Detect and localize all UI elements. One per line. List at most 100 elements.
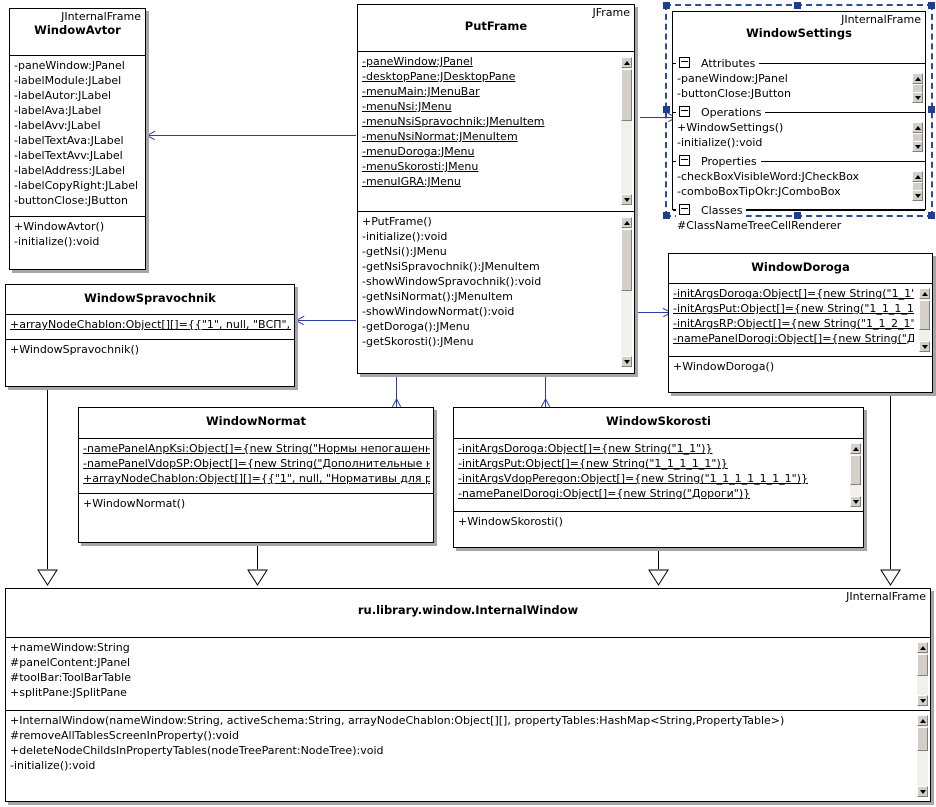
collapse-toggle-icon[interactable] [679,204,690,215]
operations-scrollbar[interactable] [620,216,633,368]
scroll-down-icon[interactable] [621,356,632,367]
class-box-put-frame[interactable]: JFrame PutFrame -paneWindow:JPanel -desk… [357,4,635,374]
scroll-up-icon[interactable] [912,171,923,182]
divider [10,55,145,56]
operation-row: +WindowSettings() [677,121,784,134]
window-normat-operations: +WindowNormat() [79,494,433,543]
attribute-row: +arrayNodeChablon:Object[][]={{"1", null… [83,472,430,485]
collapse-toggle-icon[interactable] [679,155,690,166]
class-box-window-avtor[interactable]: JInternalFrame WindowAvtor -paneWindow:J… [9,8,146,270]
collapse-toggle-icon[interactable] [679,57,690,68]
window-avtor-header: JInternalFrame WindowAvtor [10,9,145,55]
internal-window-header: JInternalFrame ru.library.window.Interna… [6,589,930,637]
divider [6,339,294,340]
attribute-row: -labelCopyRight:JLabel [14,179,139,192]
scrollbar-thumb[interactable] [917,654,928,676]
properties-scrollbar[interactable] [911,170,924,202]
class-box-internal-window[interactable]: JInternalFrame ru.library.window.Interna… [5,588,931,802]
attribute-row: -initArgsDoroga:Object[]={new String("1_… [458,442,713,455]
class-box-window-normat[interactable]: WindowNormat -namePanelAnpKsi:Object[]={… [78,407,434,543]
attribute-row: -namePanelDorogi:Object[]={new String("Д… [673,332,914,345]
class-box-window-doroga[interactable]: WindowDoroga -initArgsDoroga:Object[]={n… [668,253,933,393]
window-avtor-attributes: -paneWindow:JPanel -labelModule:JLabel -… [10,56,145,216]
scroll-up-icon[interactable] [850,443,861,454]
selection-handle[interactable] [663,106,670,113]
attributes-scrollbar[interactable] [918,287,931,353]
window-doroga-header: WindowDoroga [669,254,932,283]
operation-row: -initialize():void [10,759,96,772]
scroll-up-icon[interactable] [919,288,930,299]
scroll-up-icon[interactable] [621,217,632,228]
attributes-scrollbar[interactable] [620,56,633,206]
group-properties[interactable]: Properties [673,154,925,169]
scroll-down-icon[interactable] [917,786,928,797]
attribute-row: -menuIGRA:JMenu [362,175,461,188]
scroll-up-icon[interactable] [917,642,928,653]
scrollbar-thumb[interactable] [621,229,632,291]
operation-row: +WindowNormat() [83,497,186,510]
attribute-row: +arrayNodeChablon:Object[][]={{"1", null… [10,318,291,331]
attribute-row: -labelTextAva:JLabel [14,134,124,147]
window-avtor-stereotype: JInternalFrame [61,10,141,23]
group-rule [673,112,925,113]
window-settings-stereotype: JInternalFrame [841,13,921,26]
scroll-up-icon[interactable] [912,73,923,84]
scroll-up-icon[interactable] [912,122,923,133]
attributes-scrollbar[interactable] [849,442,862,508]
scrollbar-thumb[interactable] [919,300,930,330]
attribute-row: -initArgsVdopPeregon:Object[]={new Strin… [458,472,808,485]
scroll-up-icon[interactable] [917,715,928,726]
group-rule [673,63,925,64]
group-rule [673,210,925,211]
attributes-scrollbar[interactable] [911,72,924,104]
put-frame-operations: +PutFrame() -initialize():void -getNsi()… [358,212,634,374]
selection-handle[interactable] [663,212,670,219]
scrollbar-thumb[interactable] [850,455,861,485]
operation-row: -getNsiNormat():JMenuItem [362,290,513,303]
selection-handle[interactable] [794,2,801,9]
scroll-down-icon[interactable] [850,496,861,507]
internal-window-stereotype: JInternalFrame [846,590,926,603]
selection-handle[interactable] [928,106,935,113]
selection-handle[interactable] [663,2,670,9]
scroll-down-icon[interactable] [912,92,923,103]
operation-row: +WindowAvtor() [14,220,105,233]
selection-handle[interactable] [928,212,935,219]
window-settings-attributes: -paneWindow:JPanel -buttonClose:JButton [673,71,925,105]
operation-row: -initialize():void [14,235,100,248]
window-avtor-operations: +WindowAvtor() -initialize():void [10,217,145,271]
attribute-row: -initArgsDoroga:Object[]={new String("1_… [673,287,914,300]
scroll-down-icon[interactable] [912,190,923,201]
class-box-window-skorosti[interactable]: WindowSkorosti -initArgsDoroga:Object[]=… [453,407,864,548]
collapse-toggle-icon[interactable] [679,106,690,117]
scrollbar-thumb[interactable] [917,727,928,751]
class-box-window-spravochnik[interactable]: WindowSpravochnik +arrayNodeChablon:Obje… [5,284,295,387]
put-frame-attributes: -paneWindow:JPanel -desktopPane:JDesktop… [358,52,634,211]
group-operations[interactable]: Operations [673,105,925,120]
scroll-down-icon[interactable] [912,141,923,152]
group-attributes[interactable]: Attributes [673,56,925,71]
divider [669,356,932,357]
scroll-up-icon[interactable] [621,57,632,68]
scroll-down-icon[interactable] [621,194,632,205]
operations-scrollbar[interactable] [916,714,929,798]
class-box-window-settings[interactable]: JInternalFrame WindowSettings Attributes… [672,11,926,232]
selection-handle[interactable] [928,2,935,9]
attribute-row: -menuNsiNormat:JMenuItem [362,130,518,143]
group-classes[interactable]: Classes [673,203,925,218]
scroll-down-icon[interactable] [917,695,928,706]
scrollbar-thumb[interactable] [621,69,632,121]
attribute-row: -paneWindow:JPanel [14,59,125,72]
selection-handle[interactable] [794,212,801,219]
association-putframe-windownormat [396,374,397,407]
association-putframe-windowskorosti [545,374,546,407]
operation-row: -initialize():void [677,136,763,149]
scroll-down-icon[interactable] [919,341,930,352]
window-spravochnik-attributes: +arrayNodeChablon:Object[][]={{"1", null… [6,315,294,339]
association-putframe-windowdoroga [634,312,671,313]
attribute-row: +splitPane:JSplitPane [10,686,127,699]
attributes-scrollbar[interactable] [916,641,929,707]
operations-scrollbar[interactable] [911,121,924,153]
attribute-row: -menuNsi:JMenu [362,100,452,113]
